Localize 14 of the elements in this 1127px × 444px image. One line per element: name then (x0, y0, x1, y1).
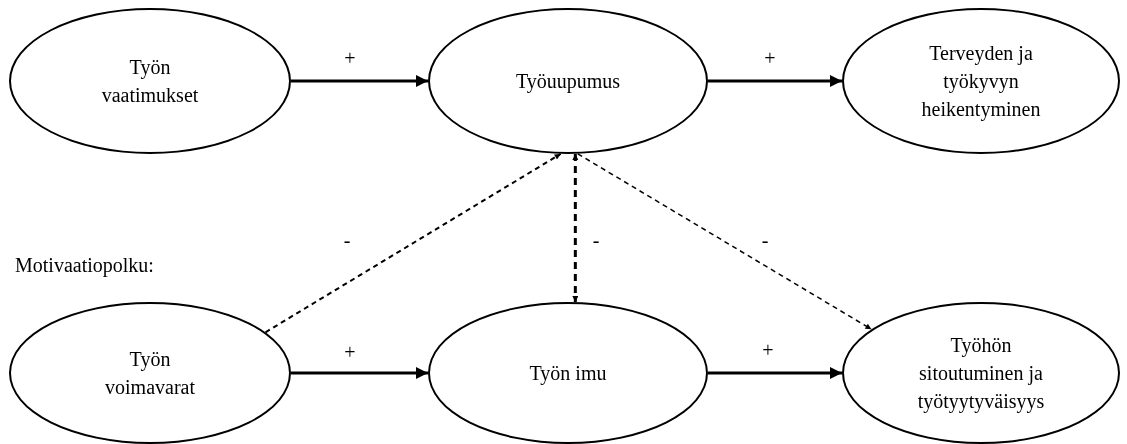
node-label: Työuupumus (515, 69, 621, 95)
node-label: Työn voimavarat (104, 347, 196, 400)
arrow (708, 367, 842, 379)
dashed-arrow (577, 153, 873, 331)
dashed-arrow (264, 152, 562, 334)
node-label: Työn imu (529, 361, 607, 387)
path-heading: Motivaatiopolku: (15, 253, 154, 277)
arrow (708, 75, 842, 87)
node-label: Työhön sitoutuminen ja työtyytyväisyys (916, 333, 1046, 415)
node-label: Terveyden ja työkyvyn heikentyminen (920, 41, 1042, 123)
arrow (291, 75, 428, 87)
dashed-arrow (572, 153, 579, 303)
arrow (291, 367, 428, 379)
node-label: Työn vaatimukset (100, 55, 200, 108)
